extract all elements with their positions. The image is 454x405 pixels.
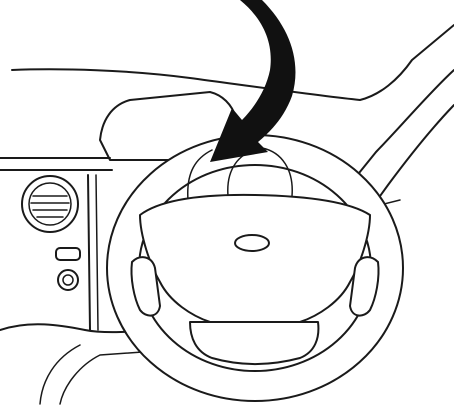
knob-control — [58, 270, 78, 290]
horn-emblem — [235, 235, 269, 251]
dash-controls — [56, 248, 80, 290]
switch-button — [56, 248, 80, 260]
steering-wheel-icon — [107, 135, 403, 401]
air-vent-icon — [22, 176, 78, 232]
bottom-spoke — [190, 322, 318, 364]
